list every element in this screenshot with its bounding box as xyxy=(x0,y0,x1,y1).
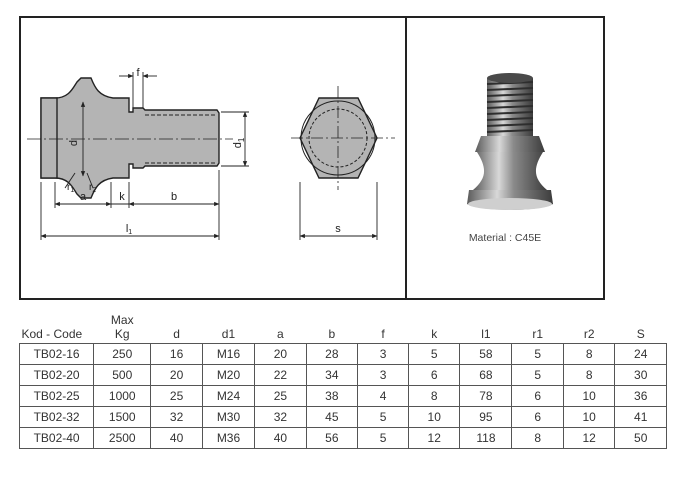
cell-d1: M16 xyxy=(201,343,256,365)
svg-text:r1: r1 xyxy=(67,182,74,194)
cell-max-kg: 250 xyxy=(93,343,152,365)
cell-a: 20 xyxy=(254,343,307,365)
header-k: k xyxy=(431,327,438,341)
cell-b: 56 xyxy=(305,427,359,449)
header-r1: r1 xyxy=(532,327,543,341)
side-view xyxy=(27,77,233,199)
cell-code: TB02-40 xyxy=(18,427,95,449)
cell-k: 10 xyxy=(407,406,461,428)
svg-text:b: b xyxy=(171,191,177,203)
cell-f: 3 xyxy=(357,343,409,365)
cell-k: 8 xyxy=(407,385,461,407)
cell-r2: 10 xyxy=(562,385,616,407)
cell-d: 40 xyxy=(150,427,203,449)
cell-max-kg: 1000 xyxy=(93,385,152,407)
cell-s: 30 xyxy=(614,364,667,386)
pull-stud-image xyxy=(467,73,553,210)
end-view-hexagon xyxy=(291,86,395,240)
cell-l1: 78 xyxy=(459,385,513,407)
svg-text:f: f xyxy=(136,67,140,79)
cell-a: 25 xyxy=(254,385,307,407)
material-caption: Material : C45E xyxy=(468,232,542,244)
cell-d: 16 xyxy=(150,343,203,365)
cell-code: TB02-20 xyxy=(18,364,95,386)
cell-b: 34 xyxy=(305,364,359,386)
cell-max-kg: 1500 xyxy=(93,406,152,428)
cell-k: 12 xyxy=(407,427,461,449)
cell-r2: 8 xyxy=(562,343,616,365)
cell-r1: 6 xyxy=(511,406,564,428)
cell-l1: 95 xyxy=(459,406,513,428)
svg-text:r2: r2 xyxy=(89,182,96,194)
cell-r2: 10 xyxy=(562,406,616,428)
cell-s: 36 xyxy=(614,385,667,407)
table-row: TB02-16 250 16 M16 20 28 3 5 58 5 8 24 xyxy=(18,343,667,365)
technical-drawing-panel: f d d1 r1 r2 a k b l1 s xyxy=(19,16,407,300)
cell-r1: 5 xyxy=(511,364,564,386)
cell-f: 5 xyxy=(357,427,409,449)
cell-r1: 6 xyxy=(511,385,564,407)
cell-r2: 12 xyxy=(562,427,616,449)
cell-b: 28 xyxy=(305,343,359,365)
cell-code: TB02-16 xyxy=(18,343,95,365)
svg-text:a: a xyxy=(80,191,87,203)
cell-s: 50 xyxy=(614,427,667,449)
cell-s: 41 xyxy=(614,406,667,428)
dimension-labels: f d d1 r1 r2 a k b l1 s xyxy=(67,67,341,236)
cell-s: 24 xyxy=(614,343,667,365)
dimension-lines xyxy=(40,72,249,240)
technical-drawing: f d d1 r1 r2 a k b l1 s xyxy=(27,67,395,240)
cell-f: 3 xyxy=(357,364,409,386)
header-d: d xyxy=(173,327,180,341)
cell-f: 5 xyxy=(357,406,409,428)
svg-text:d: d xyxy=(68,140,80,146)
product-photo-panel: Material : C45E xyxy=(407,16,605,300)
header-f: f xyxy=(381,327,385,341)
cell-l1: 68 xyxy=(459,364,513,386)
header-l1: l1 xyxy=(481,327,491,341)
svg-text:s: s xyxy=(335,223,341,235)
cell-a: 40 xyxy=(254,427,307,449)
cell-r1: 8 xyxy=(511,427,564,449)
table-row: TB02-40 2500 40 M36 40 56 5 12 118 8 12 … xyxy=(18,427,667,449)
cell-d: 25 xyxy=(150,385,203,407)
cell-f: 4 xyxy=(357,385,409,407)
cell-a: 32 xyxy=(254,406,307,428)
cell-d: 20 xyxy=(150,364,203,386)
cell-k: 6 xyxy=(407,364,461,386)
cell-d: 32 xyxy=(150,406,203,428)
cell-b: 38 xyxy=(305,385,359,407)
cell-d1: M30 xyxy=(201,406,256,428)
header-b: b xyxy=(328,327,336,341)
svg-text:l1: l1 xyxy=(126,223,132,236)
cell-l1: 58 xyxy=(459,343,513,365)
table-row: TB02-32 1500 32 M30 32 45 5 10 95 6 10 4… xyxy=(18,406,667,428)
cell-l1: 118 xyxy=(459,427,513,449)
svg-text:k: k xyxy=(119,191,125,203)
cell-code: TB02-25 xyxy=(18,385,95,407)
cell-d1: M36 xyxy=(201,427,256,449)
svg-text:d1: d1 xyxy=(232,137,246,148)
cell-b: 45 xyxy=(305,406,359,428)
table-row: TB02-20 500 20 M20 22 34 3 6 68 5 8 30 xyxy=(18,364,667,386)
header-d1: d1 xyxy=(221,327,236,341)
cell-r1: 5 xyxy=(511,343,564,365)
cell-d1: M24 xyxy=(201,385,256,407)
cell-a: 22 xyxy=(254,364,307,386)
cell-d1: M20 xyxy=(201,364,256,386)
cell-k: 5 xyxy=(407,343,461,365)
cell-max-kg: 2500 xyxy=(93,427,152,449)
table-row: TB02-25 1000 25 M24 25 38 4 8 78 6 10 36 xyxy=(18,385,667,407)
cell-code: TB02-32 xyxy=(18,406,95,428)
cell-r2: 8 xyxy=(562,364,616,386)
header-r2: r2 xyxy=(583,327,595,341)
header-s: S xyxy=(636,327,645,341)
cell-max-kg: 500 xyxy=(93,364,152,386)
header-a: a xyxy=(277,327,284,341)
header-code: Kod - Code xyxy=(21,327,83,341)
